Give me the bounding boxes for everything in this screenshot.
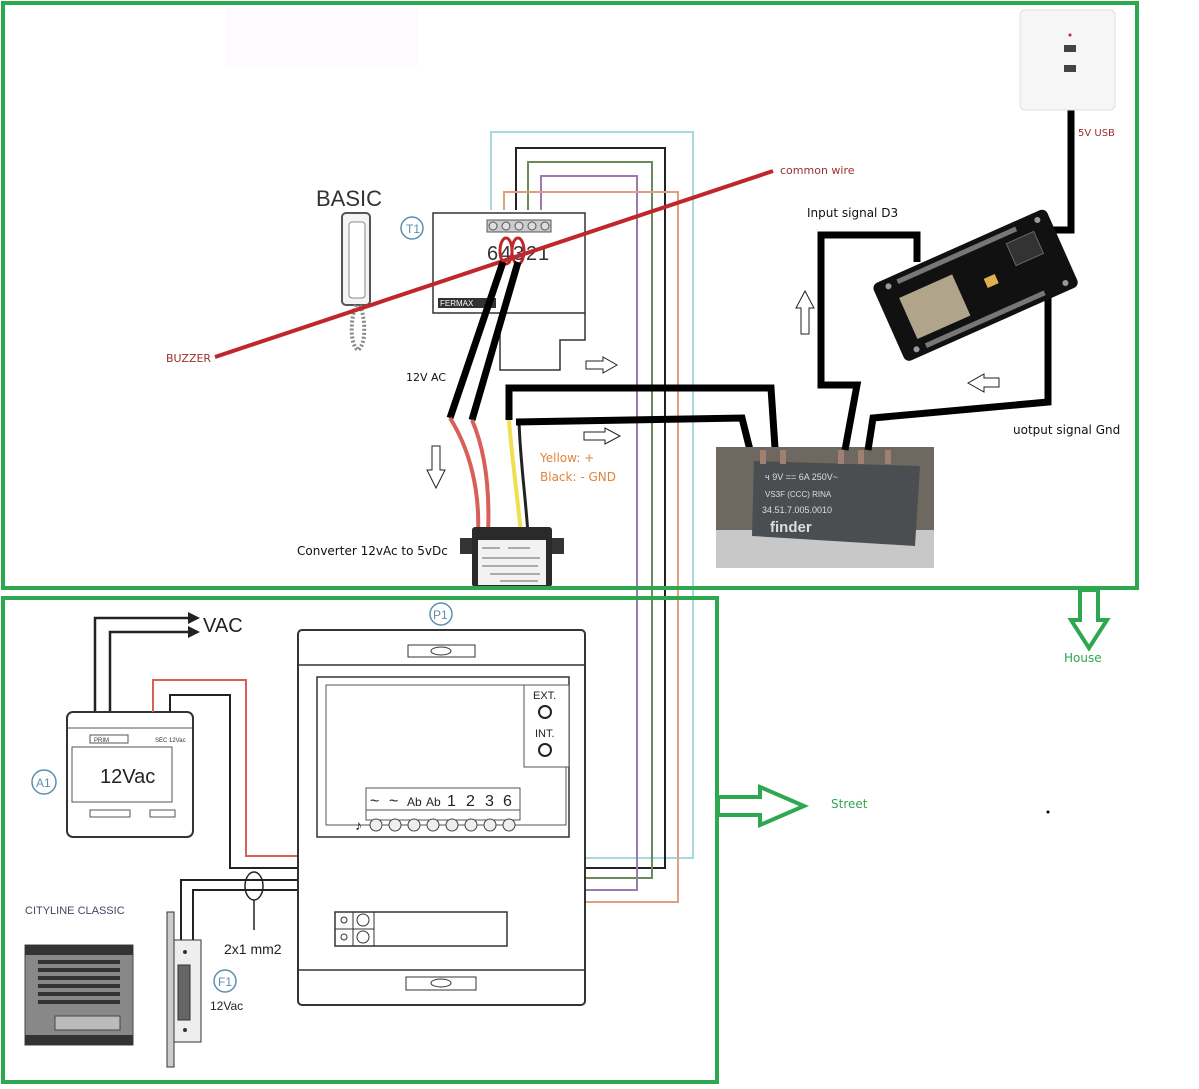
arrow-right-icon (583, 427, 622, 445)
street-arrow-icon (716, 783, 810, 829)
stray-dot (1046, 810, 1050, 814)
house-arrow-icon (1067, 588, 1111, 652)
terminal-2: 2 (526, 243, 537, 265)
house-frame (1, 1, 1139, 590)
output-signal-label: uotput signal Gnd (1013, 423, 1120, 437)
t1-label: T1 (406, 222, 420, 236)
buzzer-note-icon: ♪ (355, 817, 362, 833)
a1-badge (31, 769, 57, 795)
relay-photo: ч 9V == 6A 250V~ VS3F (CCC) RINA 34.51.7… (716, 447, 934, 568)
cable-label: 2x1 mm2 (224, 941, 282, 957)
terminal-4: 4 (500, 243, 511, 265)
transformer-a1: PRIM SEC 12Vac 12Vac (66, 711, 194, 838)
terminal-ab-2: Ab (426, 795, 441, 809)
int-volume-knob (538, 743, 552, 757)
terminal-3: 3 (485, 793, 494, 810)
relay-part-text: 34.51.7.005.0010 (762, 505, 832, 515)
vac-wire-2 (108, 630, 190, 712)
usb-charger (1019, 9, 1116, 111)
cityline-label: CITYLINE CLASSIC (25, 905, 125, 917)
relay-rating-text: ч 9V == 6A 250V~ (765, 472, 838, 482)
arrow-left-icon (966, 373, 1000, 393)
sec-label: SEC 12Vac (155, 738, 186, 744)
ac-lead-2 (468, 261, 522, 421)
basic-label: BASIC (316, 186, 382, 211)
fermax-label: FERMAX (440, 299, 474, 308)
input-signal-label: Input signal D3 (807, 206, 898, 220)
t1-badge (400, 216, 424, 240)
terminal-labels-p1: ~ ~ Ab Ab 1 2 3 6 (370, 793, 512, 810)
arrow-up-icon (795, 289, 815, 335)
vac-label: VAC (203, 615, 243, 637)
yellow-lead (507, 419, 523, 536)
f1-badge (213, 969, 237, 993)
usb-label: 5V USB (1078, 128, 1115, 139)
door-panel-p1: EXT. INT. (297, 629, 586, 1006)
arrow-head-icon (188, 626, 200, 638)
converter-module (460, 527, 564, 587)
p1-label: P1 (433, 608, 448, 622)
outline-arrows (426, 289, 1000, 490)
converter-label: Converter 12vAc to 5vDc (297, 544, 448, 558)
handset-icon (341, 212, 371, 353)
terminal-ac-2: ~ (389, 793, 398, 810)
f1-voltage-label: 12Vac (210, 999, 243, 1013)
f1-label: F1 (218, 975, 232, 989)
ext-label: EXT. (533, 690, 556, 702)
12v-ac-label: 12V AC (406, 371, 446, 384)
terminal-2: 2 (466, 793, 475, 810)
p1-badge (429, 602, 453, 626)
common-wire-label: common wire (780, 164, 855, 177)
buzzer-label: BUZZER (166, 352, 211, 365)
output-signal-wire (864, 285, 1052, 451)
terminal-ac-1: ~ (370, 793, 379, 810)
relay-brand-text: finder (770, 519, 812, 536)
transformer-voltage: 12Vac (100, 766, 155, 788)
house-label: House (1064, 651, 1102, 665)
yellow-legend: Yellow: + (539, 451, 594, 465)
arrow-right-icon (585, 356, 619, 374)
black-legend: Black: - GND (540, 470, 616, 484)
terminal-ab-1: Ab (407, 795, 422, 809)
yellow-to-relay-wire (505, 384, 779, 449)
black-lead (517, 419, 530, 536)
a1-label: A1 (36, 776, 51, 790)
relay-model-text: VS3F (CCC) RINA (765, 490, 832, 499)
cityline-panel (24, 944, 134, 1046)
red-lead-2 (470, 419, 491, 536)
nodemcu-board (873, 209, 1078, 361)
int-label: INT. (535, 728, 555, 740)
black-to-relay-wire (515, 414, 754, 451)
terminal-6: 6 (487, 243, 498, 265)
terminal-1: 1 (447, 793, 456, 810)
background-patch (225, 8, 418, 68)
terminal-1: 1 (538, 243, 549, 265)
input-signal-wire (817, 231, 921, 451)
vac-wire-1 (93, 616, 190, 712)
street-label: Street (831, 797, 868, 811)
common-wire-line (214, 169, 774, 359)
street-frame (1, 596, 719, 1084)
ext-volume-knob (538, 705, 552, 719)
red-lead-1 (448, 416, 481, 536)
arrow-down-icon (426, 445, 446, 490)
cable-bundle-icon (244, 871, 264, 901)
ac-lead-1 (446, 260, 507, 420)
prim-label: PRIM (94, 738, 109, 744)
electric-lock-f1 (166, 911, 202, 1068)
arrow-head-icon (188, 612, 200, 624)
terminal-6: 6 (503, 793, 512, 810)
